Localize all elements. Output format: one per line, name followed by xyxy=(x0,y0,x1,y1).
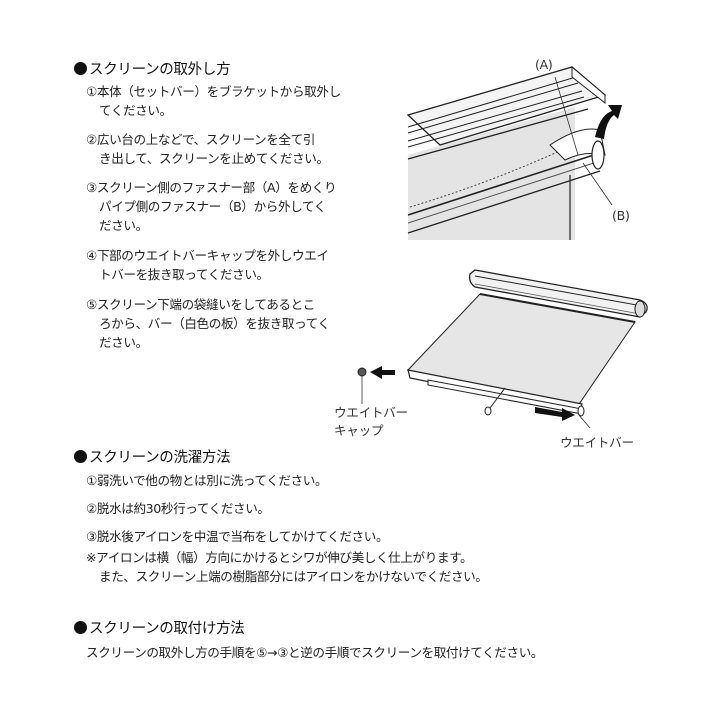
weightbar-label: ウエイトバー xyxy=(560,435,634,450)
washing-note: ※アイロンは横（幅）方向にかけるとシワが伸び美しく仕上がります。 また、スクリー… xyxy=(86,550,488,584)
removal-step-3: ③スクリーン側のファスナー部（A）をめくり パイプ側のファスナー（B）から外して… xyxy=(86,180,337,233)
removal-heading: スクリーンの取外し方 xyxy=(74,58,231,79)
washing-heading: スクリーンの洗濯方法 xyxy=(74,446,231,467)
removal-step-2: ②広い台の上などで、スクリーンを全て引 き出して、スクリーンを止めてください。 xyxy=(86,132,329,166)
fastener-illustration xyxy=(406,65,622,240)
removal-step-1: ①本体（セットバー）をブラケットから取外し てください。 xyxy=(86,84,341,118)
washing-step-2: ②脱水は約30秒行ってください。 xyxy=(86,501,270,516)
installation-text: スクリーンの取外し方の手順を⑤→③と逆の手順でスクリーンを取付けてください。 xyxy=(86,645,544,660)
removal-step-5: ⑤スクリーン下端の袋縫いをしてあるとこ ろから、バー（白色の板）を抜き取ってく … xyxy=(86,297,330,350)
weightbar-illustration xyxy=(357,269,648,429)
washing-step-1: ①弱洗いで他の物とは別に洗ってください。 xyxy=(86,473,328,488)
bullet-icon xyxy=(74,62,87,75)
removal-step-4: ④下部のウエイトバーキャップを外しウエイ トバーを抜き取ってください。 xyxy=(86,248,329,282)
washing-step-3: ③脱水後アイロンを中温で当布をしてかけてください。 xyxy=(86,529,389,544)
installation-heading: スクリーンの取付け方法 xyxy=(74,617,245,638)
bullet-icon xyxy=(74,621,87,634)
weightbar-cap-label: ウエイトバー キャップ xyxy=(334,405,408,438)
label-a: (A) xyxy=(535,57,553,72)
label-b: (B) xyxy=(612,208,630,223)
bullet-icon xyxy=(74,450,87,463)
